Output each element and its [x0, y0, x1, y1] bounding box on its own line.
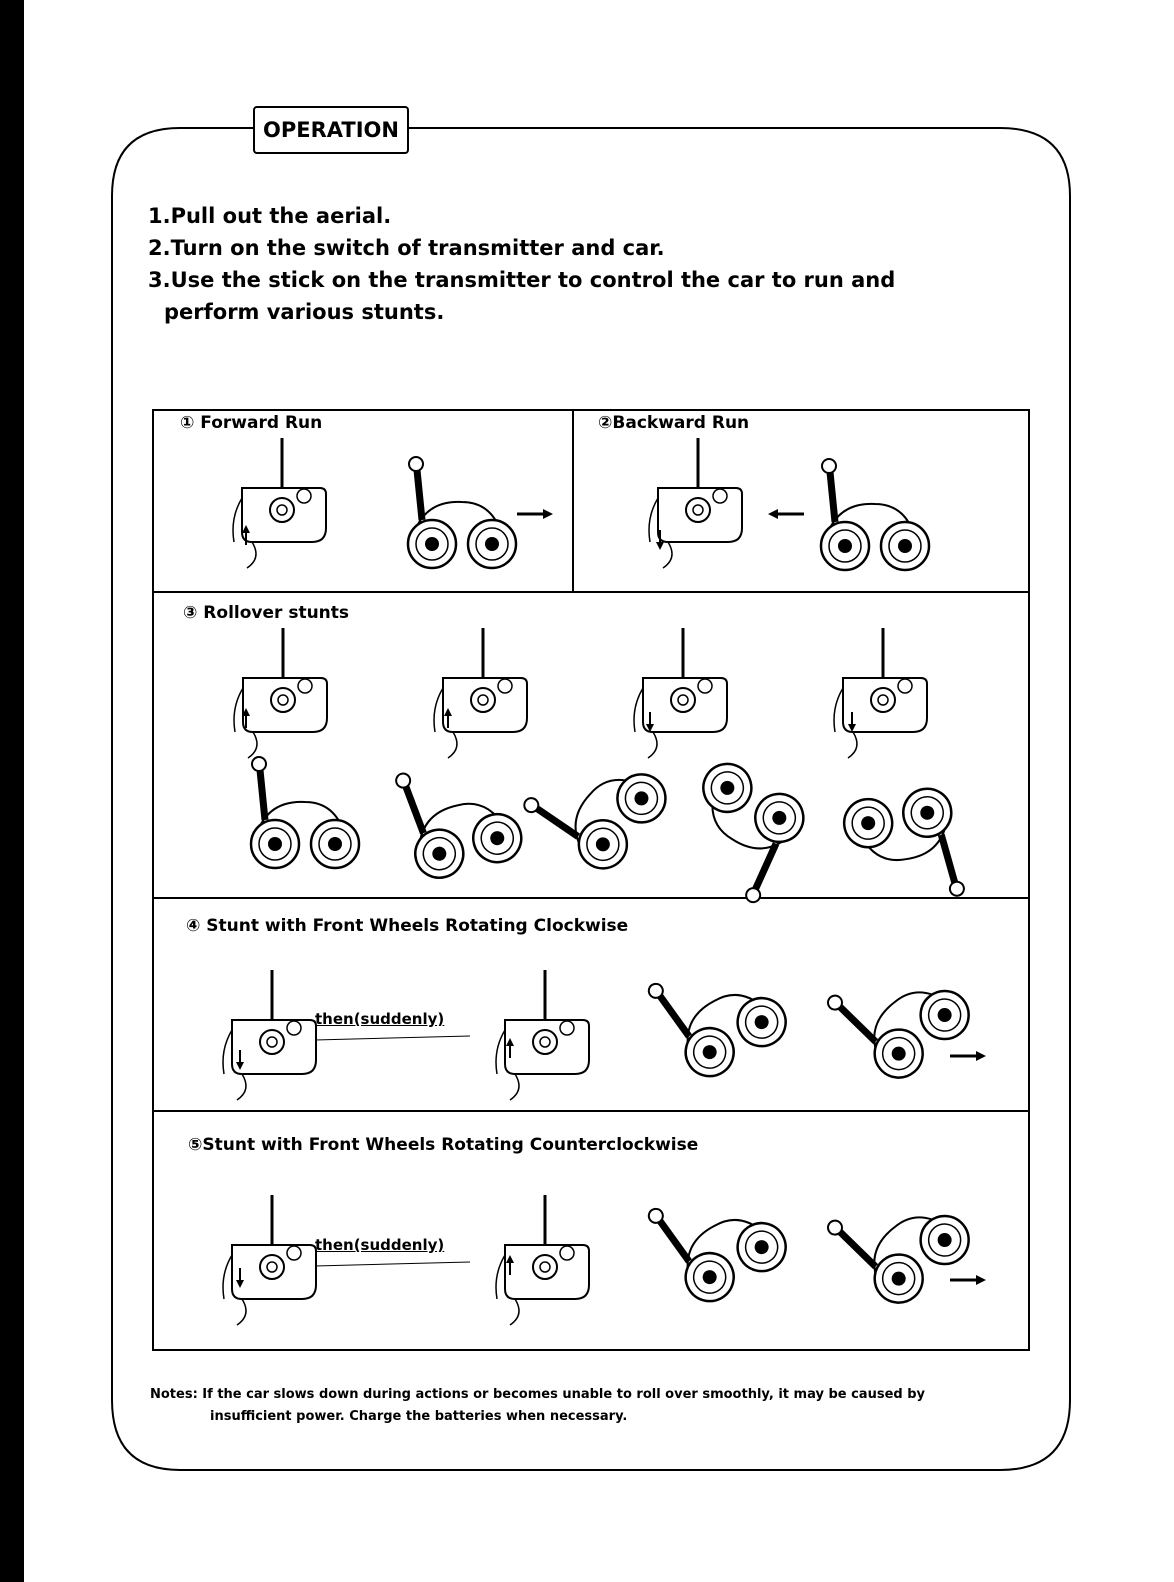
notes-line-2: insufficient power. Charge the batteries… [150, 1406, 1050, 1428]
car-icon [824, 933, 978, 1087]
car-icon [251, 757, 359, 868]
car-icon [645, 935, 794, 1085]
car-icon [824, 1158, 978, 1312]
transmitter-icon [223, 1195, 316, 1325]
car-icon [394, 748, 527, 883]
notes-line-1: Notes: If the car slows down during acti… [150, 1384, 1050, 1406]
transmitter-icon [233, 438, 326, 568]
notes: Notes: If the car slows down during acti… [150, 1384, 1050, 1428]
motion-line [315, 1262, 470, 1266]
car-icon [663, 755, 812, 905]
transmitter-icon [234, 628, 327, 758]
car-icon [645, 1160, 794, 1310]
arrow-left-icon [768, 509, 804, 519]
transmitter-icon [649, 438, 742, 568]
car-icon [840, 785, 966, 913]
transmitter-icon [223, 970, 316, 1100]
transmitter-icon [496, 970, 589, 1100]
car-icon [521, 724, 675, 878]
transmitter-icon [834, 628, 927, 758]
arrow-right-icon [950, 1051, 986, 1061]
transmitter-icon [634, 628, 727, 758]
arrow-right-icon [517, 509, 553, 519]
transmitter-icon [434, 628, 527, 758]
motion-line [315, 1036, 470, 1040]
car-icon [408, 457, 516, 568]
arrow-right-icon [950, 1275, 986, 1285]
car-icon [821, 459, 929, 570]
